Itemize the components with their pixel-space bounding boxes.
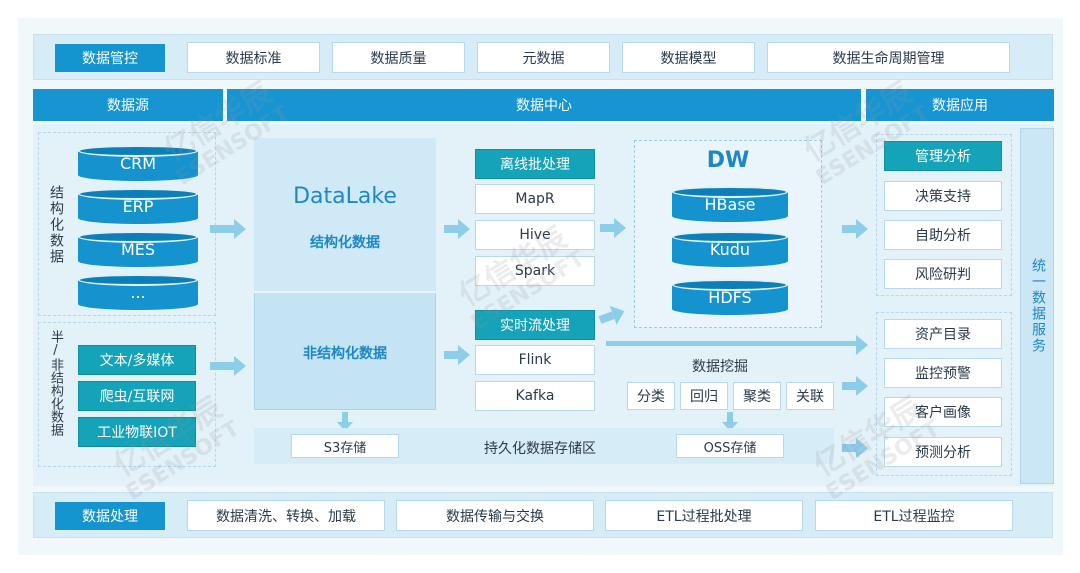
semi-source-item: 文本/多媒体	[78, 345, 196, 375]
storage-label: 持久化数据存储区	[484, 441, 596, 457]
semi-source-panel	[38, 322, 216, 467]
batch-title: 离线批处理	[475, 149, 595, 179]
storage-oss: OSS存储	[676, 434, 784, 458]
batch-item: MapR	[475, 184, 595, 214]
apps-item: 监控预警	[884, 358, 1002, 388]
processing-tag: 数据处理	[55, 502, 165, 530]
arrow-lake-to-storage	[337, 412, 353, 431]
mining-item: 分类	[627, 382, 675, 410]
datalake-structured-label: 结构化数据	[310, 235, 380, 251]
stream-title: 实时流处理	[475, 310, 595, 340]
arrow-mining-to-storage	[722, 412, 738, 431]
structured-source-label: 结构化数据	[48, 185, 64, 265]
unified-service-bar	[1020, 128, 1054, 484]
arrow-lake-to-stream	[444, 345, 470, 365]
apps-item: 预测分析	[884, 437, 1002, 467]
processing-item: ETL过程监控	[815, 500, 1013, 531]
mining-item: 聚类	[733, 382, 781, 410]
apps-group2-panel	[876, 312, 1012, 476]
processing-item: ETL过程批处理	[605, 500, 803, 531]
apps-item: 决策支持	[884, 181, 1002, 211]
governance-item: 数据质量	[332, 42, 465, 73]
apps-item: 客户画像	[884, 397, 1002, 427]
storage-s3: S3存储	[291, 434, 399, 458]
stream-item: Flink	[475, 345, 595, 375]
header-center: 数据中心	[227, 89, 861, 121]
semi-source-label: 半/非结构化数据	[48, 330, 63, 436]
governance-item: 数据标准	[187, 42, 320, 73]
processing-item: 数据清洗、转换、加载	[187, 500, 385, 531]
header-app: 数据应用	[866, 89, 1054, 121]
governance-item: 数据生命周期管理	[767, 42, 1010, 73]
arrow-batch-to-dw	[600, 218, 626, 238]
arrow-stream-to-apps	[606, 335, 868, 355]
apps-item: 自助分析	[884, 220, 1002, 250]
dw-title: DW	[706, 148, 750, 173]
datalake-structured-zone	[254, 138, 436, 293]
db-cylinder-more: ...	[78, 274, 198, 310]
mining-item: 关联	[786, 382, 834, 410]
apps-item: 风险研判	[884, 259, 1002, 289]
arrow-lake-to-batch	[444, 219, 470, 239]
apps-group1-panel	[876, 134, 1012, 296]
batch-item: Hive	[475, 220, 595, 250]
arrow-mining-to-apps	[842, 376, 868, 396]
semi-source-item: 爬虫/互联网	[78, 381, 196, 411]
structured-source-panel	[38, 132, 216, 316]
arrow-storage-to-apps	[842, 438, 868, 458]
db-cylinder-crm: CRM	[78, 145, 198, 181]
db-cylinder-erp: ERP	[78, 188, 198, 224]
governance-tag: 数据管控	[55, 44, 165, 72]
unified-service-label: 统一数据服务	[1030, 258, 1046, 354]
arrow-semi-to-lake	[210, 356, 246, 376]
datalake-unstructured-label: 非结构化数据	[303, 346, 387, 362]
apps-item: 资产目录	[884, 319, 1002, 349]
header-source: 数据源	[33, 89, 223, 121]
processing-item: 数据传输与交换	[396, 500, 594, 531]
dw-cylinder-hdfs: HDFS	[672, 279, 788, 315]
arrow-dw-to-apps	[842, 219, 868, 239]
batch-item: Spark	[475, 256, 595, 286]
mining-item: 回归	[680, 382, 728, 410]
semi-source-item: 工业物联IOT	[78, 417, 196, 447]
dw-cylinder-hbase: HBase	[672, 186, 788, 222]
governance-item: 数据模型	[622, 42, 755, 73]
datalake-title: DataLake	[293, 184, 397, 209]
arrow-structured-to-lake	[210, 219, 246, 239]
dw-cylinder-kudu: Kudu	[672, 231, 788, 267]
db-cylinder-mes: MES	[78, 231, 198, 267]
stream-item: Kafka	[475, 381, 595, 411]
apps-header-item: 管理分析	[884, 141, 1002, 171]
mining-title: 数据挖掘	[692, 359, 748, 375]
governance-item: 元数据	[477, 42, 610, 73]
